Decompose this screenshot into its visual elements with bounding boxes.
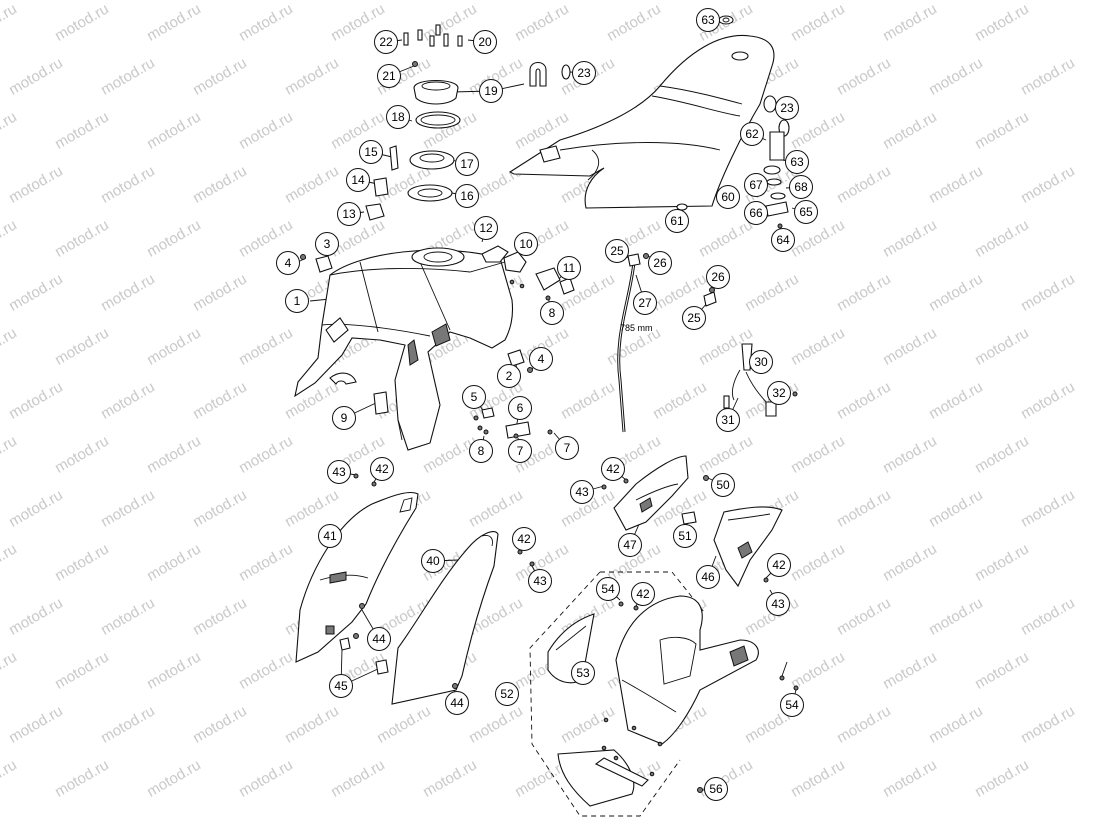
filler-cap-assembly (365, 24, 571, 221)
callout-61: 61 (665, 209, 689, 233)
callout-44: 44 (445, 691, 469, 715)
callout-16: 16 (455, 184, 479, 208)
callout-62: 62 (740, 122, 764, 146)
callout-51: 51 (673, 524, 697, 548)
callout-18: 18 (386, 105, 410, 129)
callout-50: 50 (711, 473, 735, 497)
callout-25: 25 (605, 239, 629, 263)
callout-25: 25 (682, 306, 706, 330)
callout-43: 43 (528, 569, 552, 593)
tank-hardware (300, 245, 575, 439)
callout-22: 22 (374, 30, 398, 54)
callout-52: 52 (495, 682, 519, 706)
callout-65: 65 (794, 200, 818, 224)
callout-56: 56 (704, 777, 728, 801)
callout-8: 8 (469, 439, 493, 463)
callout-9: 9 (332, 406, 356, 430)
callout-30: 30 (749, 350, 773, 374)
callout-32: 32 (767, 381, 791, 405)
hose-length-annotation: 785 mm (620, 323, 653, 333)
callout-7: 7 (555, 436, 579, 460)
callout-15: 15 (359, 140, 383, 164)
callout-31: 31 (716, 408, 740, 432)
callout-42: 42 (370, 457, 394, 481)
side-panels (295, 473, 535, 705)
tail-fairings (601, 455, 783, 588)
callout-43: 43 (327, 460, 351, 484)
callout-6: 6 (508, 396, 532, 420)
callout-43: 43 (766, 592, 790, 616)
callout-54: 54 (780, 693, 804, 717)
callout-20: 20 (473, 30, 497, 54)
callout-7: 7 (508, 439, 532, 463)
rear-section (529, 571, 799, 817)
seat (508, 34, 775, 209)
callout-11: 11 (557, 256, 581, 280)
callout-64: 64 (771, 228, 795, 252)
callout-14: 14 (346, 168, 370, 192)
callout-4: 4 (529, 347, 553, 371)
callout-47: 47 (618, 533, 642, 557)
callout-43: 43 (570, 480, 594, 504)
callout-46: 46 (696, 565, 720, 589)
breather-hose (617, 253, 717, 433)
callout-10: 10 (514, 232, 538, 256)
callout-66: 66 (744, 201, 768, 225)
callout-2: 2 (497, 364, 521, 388)
callout-23: 23 (775, 96, 799, 120)
callout-8: 8 (540, 301, 564, 325)
callout-21: 21 (377, 64, 401, 88)
callout-42: 42 (601, 457, 625, 481)
fuel-tank (294, 247, 514, 451)
callout-42: 42 (631, 582, 655, 606)
callout-12: 12 (474, 216, 498, 240)
callout-3: 3 (315, 232, 339, 256)
seat-lock-parts (676, 15, 790, 229)
callout-63: 63 (785, 150, 809, 174)
callout-60: 60 (716, 185, 740, 209)
callout-26: 26 (648, 251, 672, 275)
callout-41: 41 (318, 524, 342, 548)
callout-13: 13 (337, 202, 361, 226)
callout-1: 1 (285, 289, 309, 313)
callout-44: 44 (367, 627, 391, 651)
callout-19: 19 (479, 79, 503, 103)
callout-45: 45 (329, 674, 353, 698)
callout-63: 63 (696, 8, 720, 32)
callout-27: 27 (633, 291, 657, 315)
callout-67: 67 (744, 173, 768, 197)
callout-40: 40 (421, 549, 445, 573)
callout-26: 26 (706, 265, 730, 289)
callout-17: 17 (455, 152, 479, 176)
callout-42: 42 (767, 553, 791, 577)
callout-54: 54 (596, 577, 620, 601)
callout-68: 68 (789, 175, 813, 199)
callout-5: 5 (462, 385, 486, 409)
callout-4: 4 (276, 251, 300, 275)
callout-42: 42 (512, 527, 536, 551)
callout-23: 23 (572, 61, 596, 85)
callout-53: 53 (571, 661, 595, 685)
